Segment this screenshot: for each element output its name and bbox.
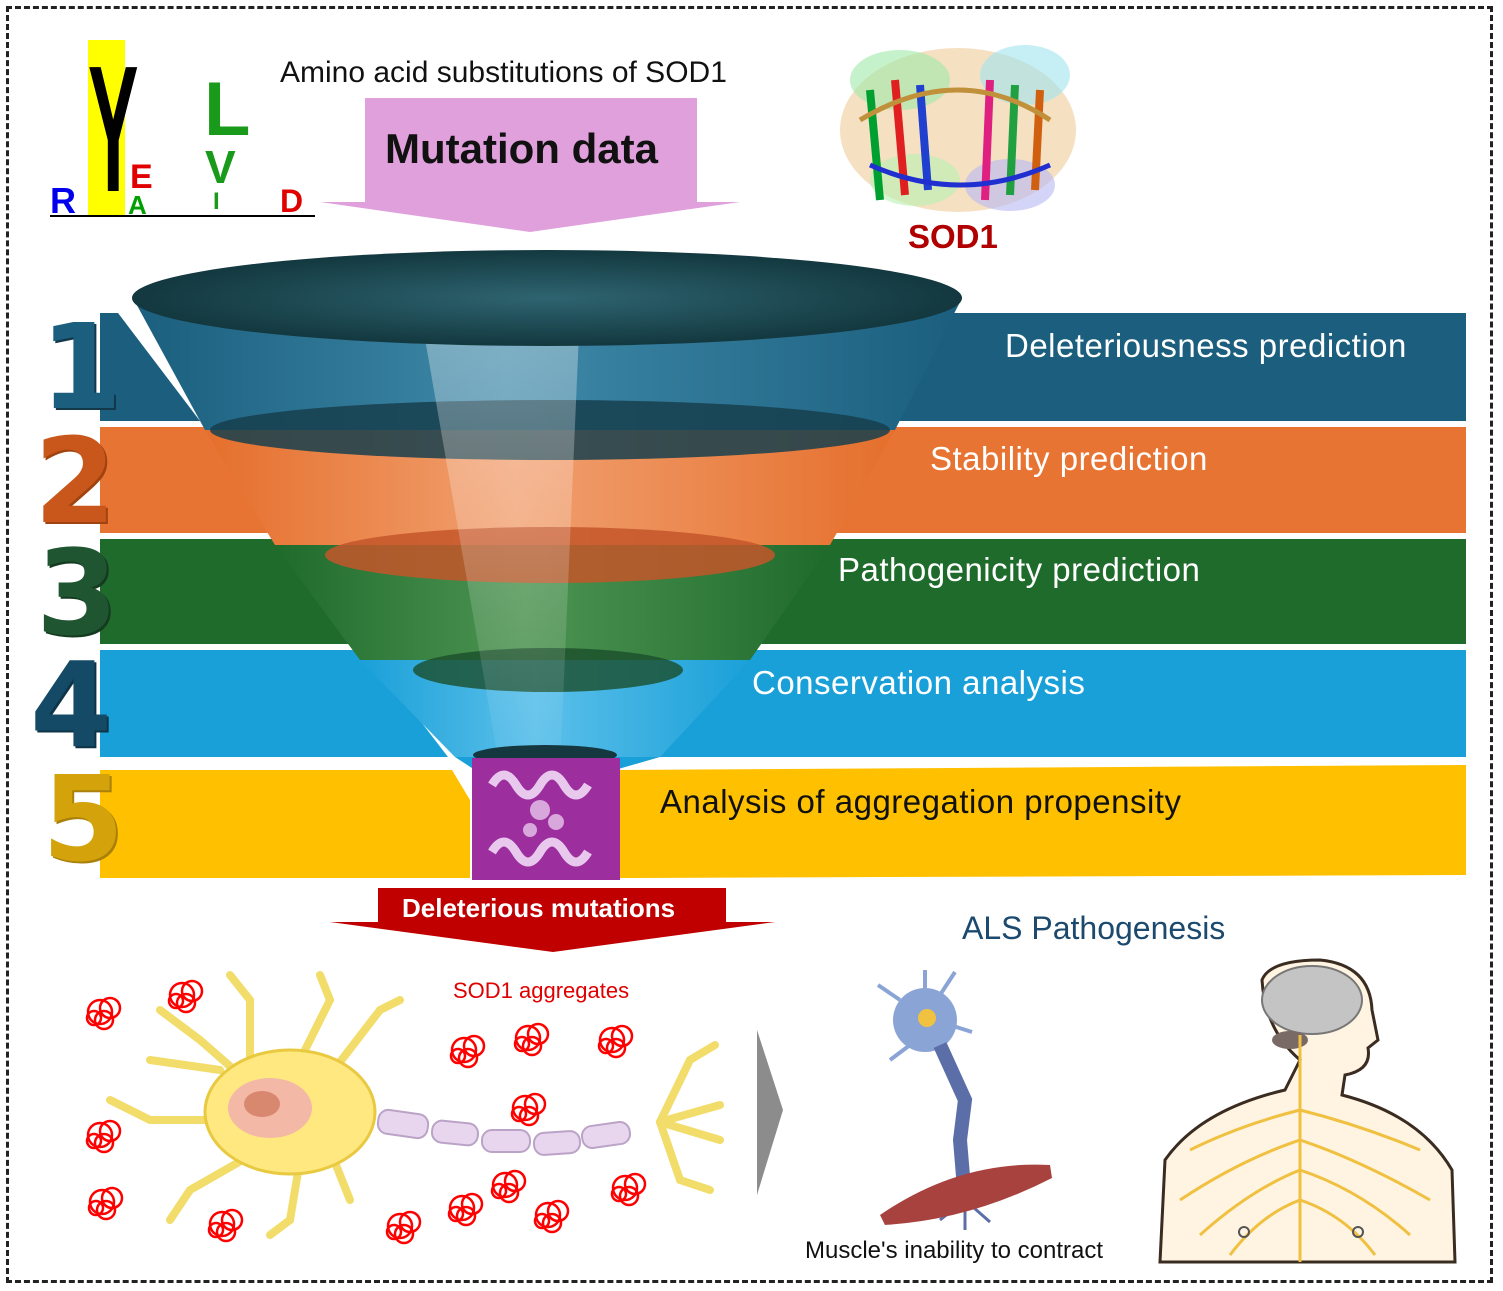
step-label-1: Deleteriousness prediction [1005, 327, 1407, 364]
funnel [132, 250, 962, 770]
logo-letter-i: I [213, 188, 220, 215]
deleterious-arrow [330, 888, 775, 952]
step-number-3: 3 [36, 524, 119, 662]
step-label-5: Analysis of aggregation propensity [660, 783, 1182, 820]
logo-letter-r: R [50, 180, 76, 221]
human-nervous-system-icon [1158, 958, 1457, 1264]
band-4 [100, 650, 1466, 757]
motor-neuron-icon [876, 970, 1052, 1230]
sod1-structure-icon [840, 45, 1076, 212]
logo-letter-y: Y [88, 29, 139, 230]
logo-letter-l: L [204, 67, 251, 152]
step-label-4: Conservation analysis [752, 664, 1086, 701]
band-5 [100, 765, 1466, 878]
neuron-icon [106, 971, 724, 1239]
logo-letter-a: A [128, 190, 147, 220]
logo-letter-v: V [205, 141, 236, 193]
step-number-5: 5 [42, 750, 125, 888]
sod1-aggregate-cluster [85, 979, 647, 1245]
band-1 [100, 313, 1466, 421]
muscle-label: Muscle's inability to contract [805, 1237, 1104, 1264]
band-2 [100, 427, 1466, 533]
next-triangle-icon [757, 1030, 783, 1195]
step-number-1: 1 [40, 298, 123, 436]
step-number-2: 2 [34, 412, 117, 550]
dashed-border [6, 6, 1493, 1283]
aggregate-protein-icon [472, 758, 620, 880]
step-label-2: Stability prediction [930, 440, 1208, 477]
subtitle: Amino acid substitutions of SOD1 [280, 56, 727, 89]
als-pathogenesis-label: ALS Pathogenesis [962, 910, 1226, 946]
mutation-data-arrow [320, 98, 740, 232]
step-label-3: Pathogenicity prediction [838, 551, 1201, 588]
aggregates-label: SOD1 aggregates [453, 978, 630, 1003]
logo-letter-e: E [130, 158, 153, 196]
protein-label: SOD1 [908, 218, 998, 255]
step-number-4: 4 [30, 636, 113, 774]
deleterious-mutations-label: Deleterious mutations [402, 893, 676, 923]
mutation-data-label: Mutation data [385, 125, 658, 172]
logo-letter-d: D [280, 183, 304, 219]
sequence-logo [50, 40, 315, 217]
